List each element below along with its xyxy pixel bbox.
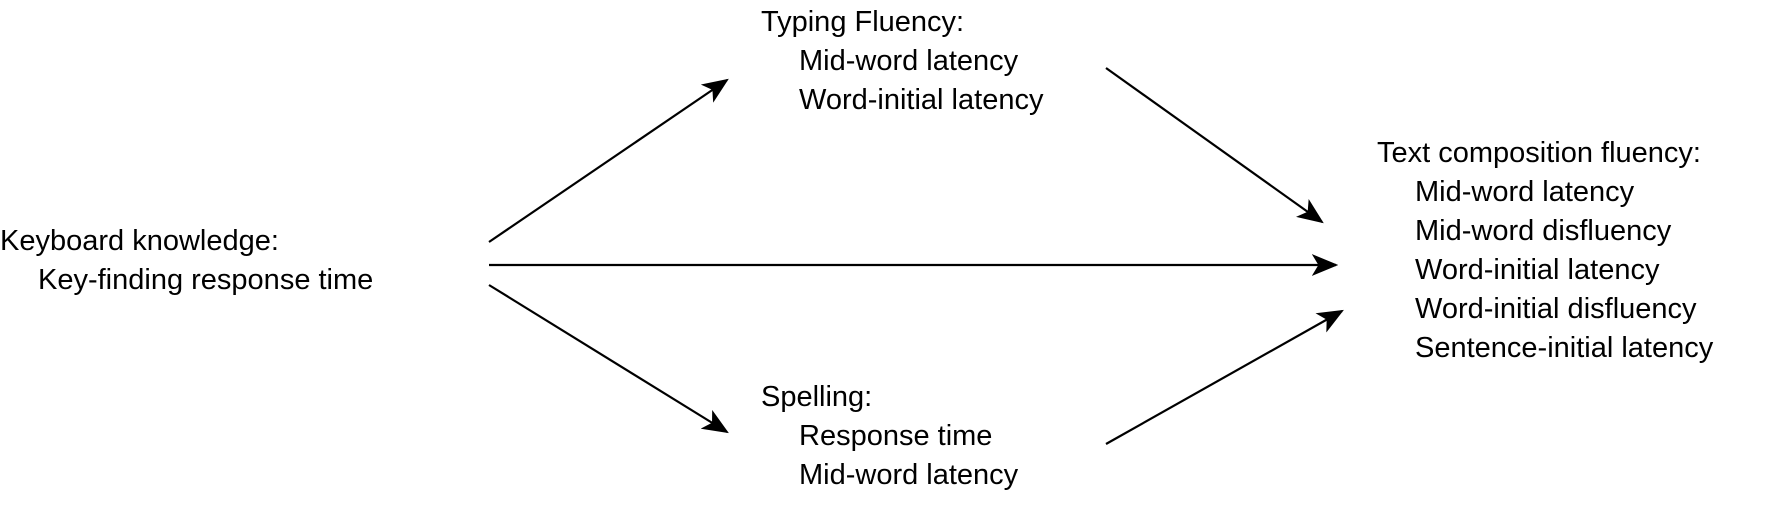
node-item: Mid-word latency [799,45,1019,77]
node-title: Keyboard knowledge: [0,225,279,257]
arrow-typing-to-text [1105,67,1324,224]
node-item: Response time [799,420,993,452]
node-item: Mid-word latency [1415,176,1635,208]
node-title: Typing Fluency: [761,6,965,38]
node-item: Mid-word disfluency [1415,215,1672,247]
node-item: Mid-word latency [799,459,1019,491]
node-title: Text composition fluency: [1377,137,1701,169]
arrow-keyboard-to-spelling [488,284,729,434]
node-keyboard-knowledge: Keyboard knowledge: Key-finding response… [0,222,373,300]
node-title: Spelling: [761,381,873,413]
node-item: Word-initial disfluency [1415,293,1697,325]
node-item: Word-initial latency [799,84,1044,116]
node-text-composition-fluency: Text composition fluency: Mid-word laten… [1377,134,1713,368]
arrow-spelling-to-text [1105,309,1344,445]
node-item: Sentence-initial latency [1415,332,1714,364]
node-item: Word-initial latency [1415,254,1660,286]
node-item: Key-finding response time [38,264,374,296]
node-typing-fluency: Typing Fluency: Mid-word latency Word-in… [761,3,1043,120]
arrow-keyboard-to-typing [488,78,729,243]
node-spelling: Spelling: Response time Mid-word latency [761,378,1018,495]
